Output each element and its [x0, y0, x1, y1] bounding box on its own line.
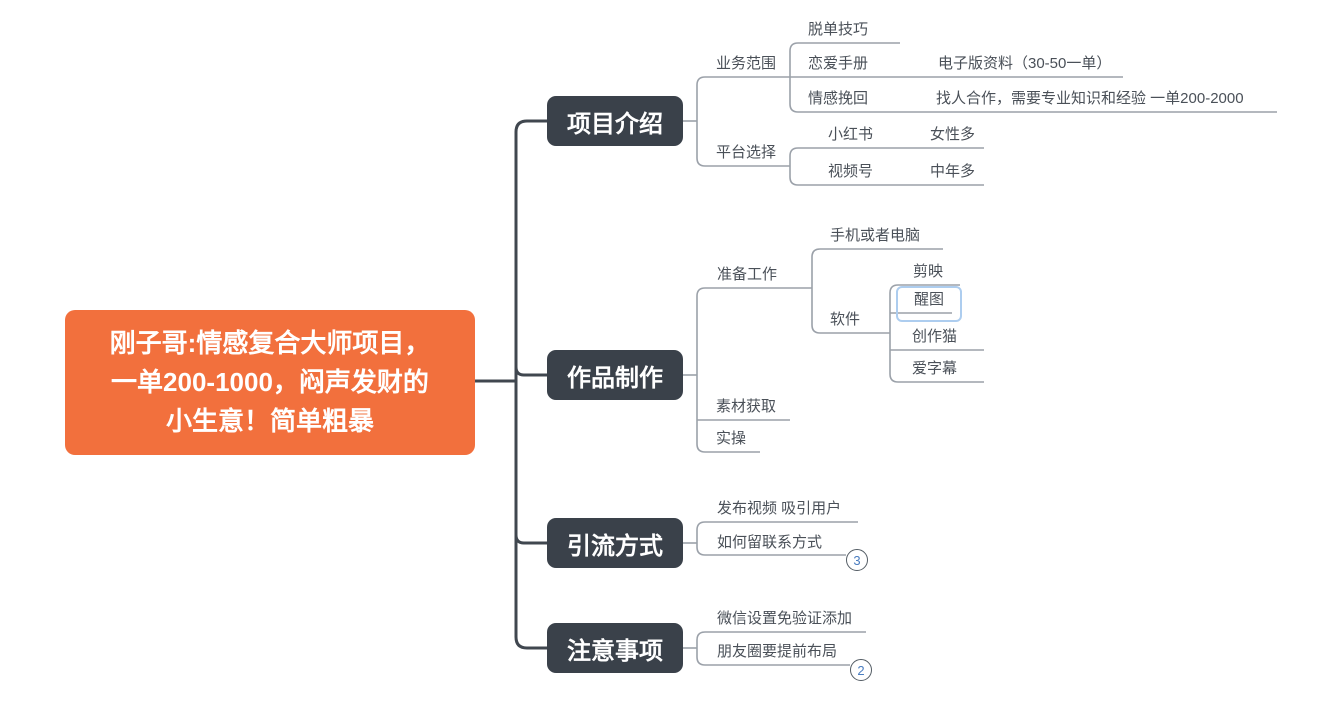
topic-wechat-setting[interactable]: 微信设置免验证添加: [717, 610, 853, 627]
topic-emotion-recovery-note[interactable]: 找人合作，需要专业知识和经验 一单200-2000: [936, 90, 1244, 107]
topic-moments-layout[interactable]: 朋友圈要提前布局: [717, 643, 838, 660]
topic-shipinhao-note[interactable]: 中年多: [930, 163, 976, 180]
topic-dating-tips[interactable]: 脱单技巧: [808, 21, 869, 38]
topic-chuangzuomao[interactable]: 创作猫: [912, 328, 958, 345]
root-topic[interactable]: 刚子哥:情感复合大师项目， 一单200-1000，闷声发财的 小生意！简单粗暴: [65, 310, 475, 455]
topic-preparation[interactable]: 准备工作: [717, 266, 778, 283]
topic-shipinhao[interactable]: 视频号: [828, 163, 874, 180]
main-topic-notes[interactable]: 注意事项: [547, 623, 683, 673]
content-creation-stub: [514, 366, 548, 377]
topic-xiaohongshu[interactable]: 小红书: [828, 126, 874, 143]
main-topic-content-creation[interactable]: 作品制作: [547, 350, 683, 400]
collapsed-count-badge-notes[interactable]: 2: [850, 659, 872, 681]
topic-practice[interactable]: 实操: [716, 430, 747, 447]
topic-xiaohongshu-note[interactable]: 女性多: [930, 126, 976, 143]
collapsed-count-badge-traffic[interactable]: 3: [846, 549, 868, 571]
topic-business-scope[interactable]: 业务范围: [716, 55, 777, 72]
selected-node-highlight: [896, 286, 962, 322]
main-topic-traffic[interactable]: 引流方式: [547, 518, 683, 568]
topic-xingtu-selected[interactable]: 醒图: [914, 291, 945, 308]
topic-platform-choice[interactable]: 平台选择: [716, 144, 777, 161]
topic-material[interactable]: 素材获取: [716, 398, 777, 415]
topic-leave-contact[interactable]: 如何留联系方式: [717, 534, 823, 551]
topic-software[interactable]: 软件: [830, 311, 861, 328]
topic-jianying[interactable]: 剪映: [913, 263, 944, 280]
topic-emotion-recovery[interactable]: 情感挽回: [808, 90, 869, 107]
main-topic-project-intro[interactable]: 项目介绍: [547, 96, 683, 146]
traffic-stub: [514, 534, 548, 545]
trunk-line: [514, 119, 548, 650]
topic-publish-video[interactable]: 发布视频 吸引用户: [717, 500, 842, 517]
topic-love-manual-note[interactable]: 电子版资料（30-50一单）: [938, 55, 1112, 72]
topic-device[interactable]: 手机或者电脑: [830, 227, 921, 244]
topic-love-manual[interactable]: 恋爱手册: [808, 55, 869, 72]
topic-aizimu[interactable]: 爱字幕: [912, 360, 958, 377]
